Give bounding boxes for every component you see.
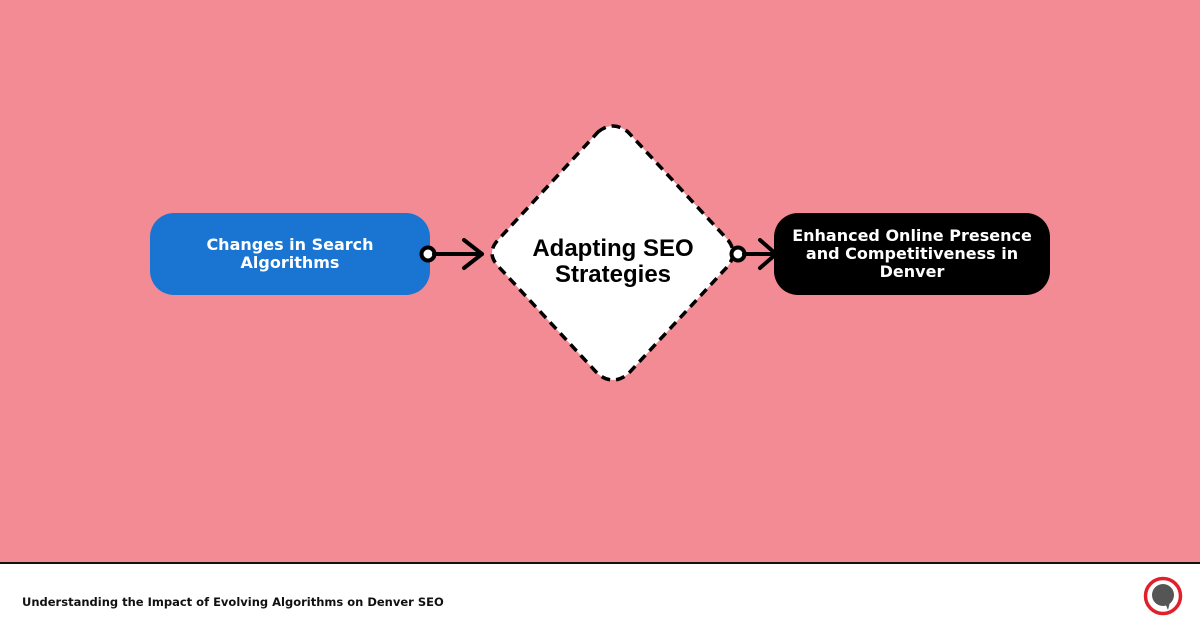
footer-divider xyxy=(0,562,1200,564)
footer-title: Understanding the Impact of Evolving Alg… xyxy=(22,595,444,609)
decision-diamond-shape xyxy=(490,124,735,382)
footer: Understanding the Impact of Evolving Alg… xyxy=(0,564,1200,630)
arrow-connector-icon xyxy=(419,238,484,270)
diagram-canvas: Changes in Search Algorithms Adapting SE… xyxy=(0,0,1200,562)
node-adapting-seo-strategies: Adapting SEO Strategies xyxy=(532,235,694,288)
node-label: Changes in Search Algorithms xyxy=(206,235,374,272)
node-enhanced-online-presence: Enhanced Online Presence and Competitive… xyxy=(774,213,1050,295)
node-changes-in-search-algorithms: Changes in Search Algorithms xyxy=(150,213,430,295)
node-label: Enhanced Online Presence and Competitive… xyxy=(792,226,1032,281)
speech-bubble-logo-icon xyxy=(1143,576,1183,616)
